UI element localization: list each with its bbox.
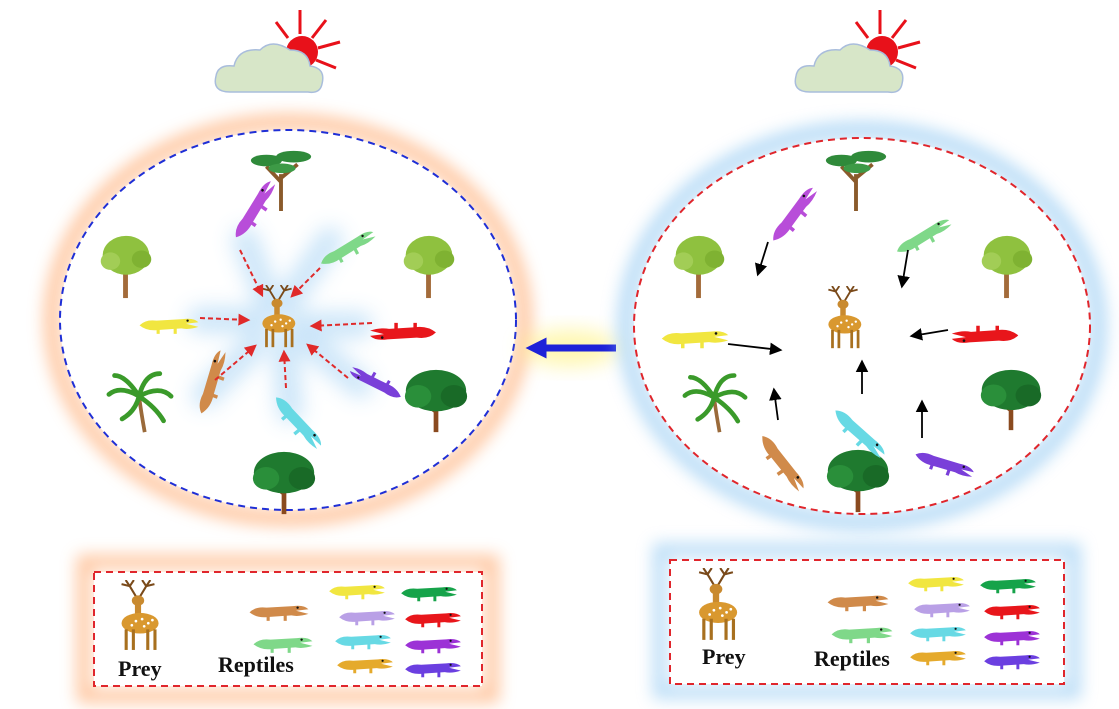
reptiles-label: Reptiles: [218, 652, 294, 677]
sun-cloud-icon-right: [793, 8, 922, 94]
left-ecosystem: [44, 114, 532, 526]
right-boundary: [633, 137, 1091, 515]
prey-label: Prey: [118, 656, 162, 681]
hunt-arrow: [306, 343, 349, 379]
hunt-arrow: [290, 267, 321, 298]
reptiles-label: Reptiles: [814, 646, 890, 671]
legend-left: Prey Reptiles: [77, 555, 499, 703]
hunt-arrow: [278, 349, 291, 389]
prey-label: Prey: [702, 644, 746, 669]
move-arrow: [897, 249, 910, 289]
sun-cloud-icon-left: [213, 8, 342, 94]
move-arrow: [769, 387, 782, 421]
transition-arrow: [522, 330, 618, 366]
right-ecosystem: [617, 121, 1107, 531]
hunt-arrow: [214, 344, 257, 381]
hunt-arrow: [239, 249, 264, 298]
hunt-arrow: [309, 319, 373, 332]
hunt-arrow: [199, 313, 251, 326]
move-arrow: [727, 342, 783, 356]
move-arrow: [754, 241, 769, 277]
move-arrow: [909, 328, 949, 341]
legend-right: Prey Reptiles: [653, 543, 1081, 699]
